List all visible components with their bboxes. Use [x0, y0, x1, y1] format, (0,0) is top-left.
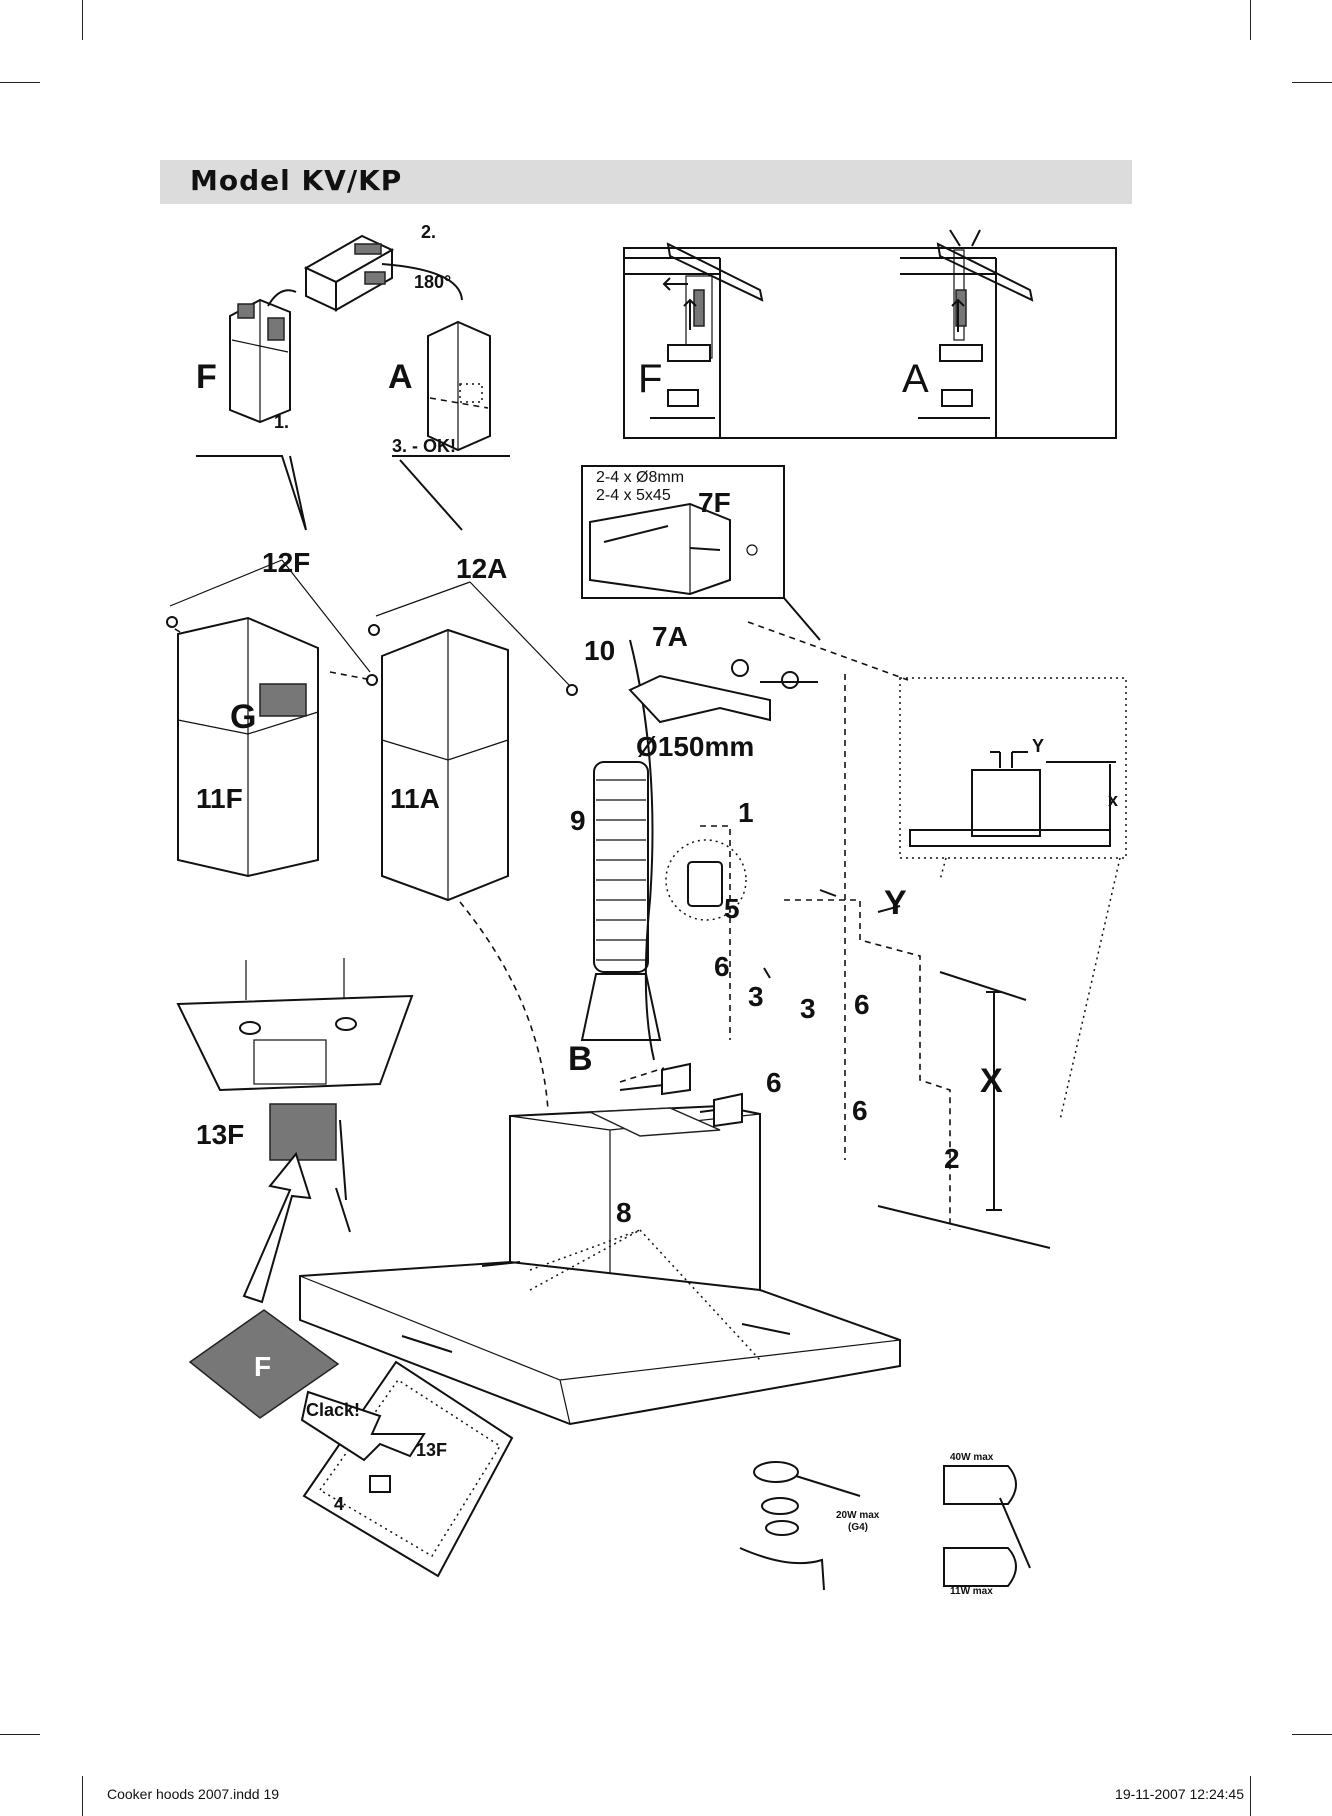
label-180: 180° [414, 272, 451, 292]
crop-mark [82, 1776, 83, 1816]
label-6a: 6 [714, 951, 730, 982]
label-x-small: x [1108, 790, 1118, 810]
label-11A: 11A [390, 783, 440, 814]
label-7F: 7F [698, 487, 731, 518]
crop-mark [0, 82, 40, 83]
duct-and-bracket [580, 621, 909, 1160]
label-A-room: A [902, 357, 929, 401]
label-3-ok: 3. - OK! [392, 436, 456, 456]
crop-mark [1292, 82, 1332, 83]
label-11F: 11F [196, 783, 243, 814]
label-2-step: 2 [944, 1143, 960, 1174]
label-X: X [980, 1062, 1003, 1100]
wall-fixing-area [665, 825, 1051, 1249]
label-12A: 12A [456, 553, 507, 584]
label-4: 4 [334, 1494, 344, 1514]
chimney-rotation-illustration [196, 234, 510, 531]
hood-body [299, 1062, 901, 1426]
crop-mark [1250, 1776, 1251, 1816]
label-150mm: Ø150mm [636, 731, 754, 762]
label-6d: 6 [852, 1095, 868, 1126]
label-11w: 11W max [950, 1586, 993, 1597]
chimney-F-parts [166, 559, 378, 878]
screw-spec-2: 2-4 x 5x45 [596, 487, 671, 504]
filter-hood-illustration [176, 958, 414, 1304]
title-bar: Model KV/KP [160, 160, 1132, 204]
label-13F-panel: 13F [416, 1440, 447, 1460]
screw-spec-1: 2-4 x Ø8mm [596, 469, 684, 486]
label-8: 8 [616, 1197, 632, 1228]
label-7A: 7A [652, 621, 688, 652]
label-B: B [568, 1040, 593, 1078]
page-title: Model KV/KP [190, 164, 403, 197]
label-9: 9 [570, 805, 586, 836]
label-3a: 3 [748, 981, 764, 1012]
label-F-room: F [638, 357, 662, 401]
label-F-chimney: F [196, 358, 217, 396]
label-A-chimney: A [388, 358, 413, 396]
crop-mark [0, 1734, 40, 1735]
label-5: 5 [724, 893, 740, 924]
lamp-replacement-illustration [739, 1461, 1031, 1591]
label-g4: (G4) [848, 1522, 868, 1533]
footer-timestamp: 19-11-2007 12:24:45 [1115, 1786, 1244, 1802]
label-Y-small: Y [1032, 736, 1044, 756]
label-1dot: 1. [274, 412, 289, 432]
label-13F: 13F [196, 1119, 244, 1150]
detail-XY-box [899, 677, 1127, 1121]
room-section-illustration [623, 229, 1117, 439]
filter-panel-illustration [188, 1309, 514, 1578]
label-1-step: 1 [738, 797, 754, 828]
footer-file-info: Cooker hoods 2007.indd 19 [107, 1786, 280, 1802]
label-G: G [230, 698, 256, 736]
label-3b: 3 [800, 993, 816, 1024]
chimney-A-parts [368, 581, 578, 1111]
label-10: 10 [584, 635, 615, 666]
label-40w: 40W max [950, 1452, 994, 1463]
label-clack: Clack! [306, 1400, 360, 1420]
crop-mark [82, 0, 83, 40]
label-F-filter: F [254, 1351, 271, 1382]
label-20w: 20W max [836, 1510, 880, 1521]
detail-7F-box [581, 465, 821, 641]
crop-mark [1292, 1734, 1332, 1735]
label-6c: 6 [766, 1067, 782, 1098]
crop-mark [1250, 0, 1251, 40]
label-2: 2. [421, 222, 436, 242]
label-12F: 12F [262, 547, 310, 578]
label-6b: 6 [854, 989, 870, 1020]
label-Y: Y [884, 884, 907, 922]
